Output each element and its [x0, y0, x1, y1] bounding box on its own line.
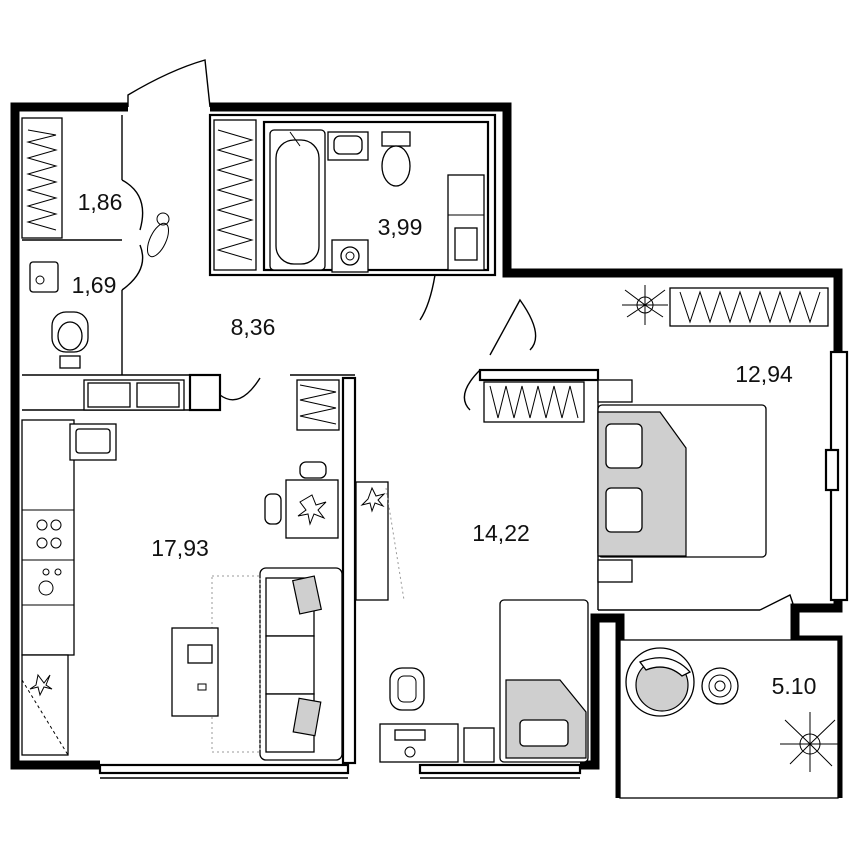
wardrobe-hall [21, 117, 63, 239]
room-area-room: 14,22 [472, 520, 530, 546]
room-labels: 1,86 1,69 3,99 8,36 12,94 17,93 14,22 5.… [72, 189, 817, 699]
round-table [701, 667, 739, 705]
dining-table [264, 461, 339, 539]
room-area-hall: 8,36 [231, 314, 276, 340]
room-area-balcony: 5.10 [772, 673, 817, 699]
tv-rug [171, 575, 261, 753]
wc-sink [29, 261, 59, 293]
plant-bedroom-icon [622, 285, 668, 325]
single-bed [499, 599, 589, 763]
double-bed [597, 404, 767, 558]
armchair [625, 647, 695, 717]
room-area-bathroom: 3,99 [378, 214, 423, 240]
sofa [259, 567, 343, 761]
wardrobe-corridor [213, 119, 257, 271]
bath-sink [327, 131, 369, 161]
washing-machine [331, 239, 369, 273]
doors [121, 59, 797, 641]
wardrobe-room [483, 381, 585, 423]
nightstands [597, 379, 633, 583]
desk-vertical [355, 481, 405, 601]
desk-bottom [379, 723, 495, 763]
room-area-kitchen-living: 17,93 [151, 535, 209, 561]
wc-toilet [51, 311, 89, 369]
hall-cabinet [83, 379, 185, 411]
plant-balcony-icon [780, 712, 840, 772]
room-area-bedroom: 12,94 [735, 361, 793, 387]
hall-shelf [296, 379, 340, 431]
room-area-wc: 1,69 [72, 272, 117, 298]
wardrobe-bedroom [669, 287, 829, 327]
bath-shelf [447, 174, 485, 271]
room-area-storage: 1,86 [78, 189, 123, 215]
oven-icon [38, 568, 62, 596]
desk-chair [389, 667, 425, 711]
fridge [21, 654, 69, 756]
toilet-bath [381, 131, 411, 187]
bathtub [269, 129, 326, 271]
stove-icon [36, 519, 62, 549]
kitchen-counter [21, 419, 117, 656]
dog-icon [146, 212, 170, 258]
